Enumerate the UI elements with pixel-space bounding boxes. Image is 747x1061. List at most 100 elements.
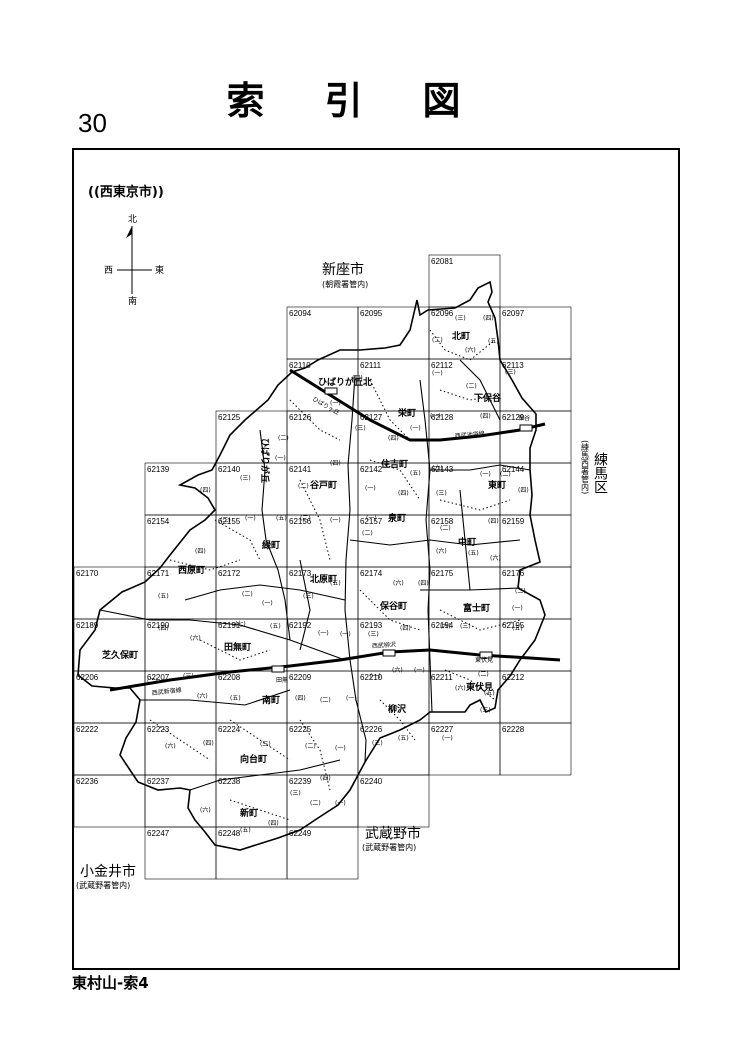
chome-mark: (一) [335,745,346,752]
chome-mark: (四) [200,487,211,494]
grid-cell-code: 62209 [289,673,312,682]
grid-cell-code: 62174 [360,569,383,578]
chome-mark: (六) [465,346,476,354]
city-name: 武蔵野市 [365,825,421,842]
city-jurisdiction: (武蔵野署管内) [362,842,416,852]
grid-cell [499,722,572,776]
chome-mark: (二) [310,800,321,807]
chome-mark: (二) [362,530,373,537]
rail-label: 田無 [276,676,288,684]
grid-cell-code: 62170 [76,569,99,578]
chome-mark: (六) [440,622,451,630]
grid-cell-code: 62142 [360,465,383,474]
chome-mark: (六) [190,634,201,642]
chome-mark: (一) [442,735,453,742]
chome-mark: (二) [440,525,451,532]
town-label: 栄町 [397,407,416,419]
chome-mark: (五) [398,735,409,742]
city-labels: 新座市(朝霞署管内)練馬区(練馬西署管内)武蔵野市(武蔵野署管内)小金井市(武蔵… [76,261,608,890]
chome-mark: (三) [290,790,301,797]
north-arrow-icon [126,226,132,238]
chome-mark: (二) [515,588,526,595]
chome-mark: (二) [242,591,253,598]
chome-mark: (三) [303,593,314,600]
grid-cell-code: 62140 [218,465,241,474]
grid-cell-code: 62191 [218,621,241,630]
chome-mark: (四) [352,375,363,382]
city-jurisdiction: (朝霞署管内) [322,279,368,289]
chome-mark: (三) [455,315,466,322]
grid-cell-code: 62239 [289,777,312,786]
chome-mark: (四) [388,435,399,442]
grid-cell-code: 62240 [360,777,383,786]
chome-mark: (四) [398,490,409,497]
town-label: 緑町 [262,539,280,551]
grid-cell-code: 62096 [431,309,454,318]
grid-cell-code: 62211 [431,673,453,682]
grid-cell-code: 62207 [147,673,170,682]
town-label: 向台町 [240,753,267,765]
chome-mark: (一) [480,471,491,478]
compass: 北 南 東 西 [104,214,164,307]
grid-cell-code: 62129 [502,413,525,422]
seibu-ikebukuro-line [289,368,546,442]
compass-south: 南 [128,295,137,307]
chome-mark: (二) [147,678,158,685]
chome-mark: (五) [240,827,251,834]
chome-mark: (六) [455,684,466,692]
chome-mark: (一) [330,400,341,407]
chome-mark: (二) [432,337,443,344]
grid-cell-code: 62175 [431,569,454,578]
compass-north: 北 [128,214,137,225]
grid-cell-code: 62190 [147,621,170,630]
town-label: 住吉町 [381,458,408,470]
grid-cell-code: 62206 [76,673,99,682]
chome-mark: (一) [365,485,376,492]
grid-cell-code: 62227 [431,725,454,734]
town-label: 保谷町 [379,600,407,612]
chome-mark: (二) [500,471,511,478]
grid-cell-code: 62171 [147,569,170,578]
chome-mark: (二) [220,517,231,524]
chome-mark: (四) [488,518,499,525]
chome-mark: (一) [346,695,357,702]
chome-mark: (二) [300,515,311,522]
grid-cell-code: 62141 [289,465,312,474]
chome-mark: (五) [488,338,499,345]
page-title: 索引図 [226,79,521,123]
grid-cell [286,826,359,880]
railway-lines [109,368,561,692]
chome-mark: (一) [366,515,377,522]
chome-mark: (一) [318,630,329,637]
chome-mark: (一) [275,455,286,462]
grid-cell-code: 62128 [431,413,454,422]
grid-cell-code: 62226 [360,725,383,734]
chome-mark: (三) [368,631,379,638]
chome-mark: (一) [330,517,341,524]
town-label: 新町 [240,807,258,819]
grid-cell-code: 62189 [76,621,99,630]
chome-mark: (一) [370,673,381,680]
grid-cell-code: 62097 [502,309,525,318]
chome-mark: (六) [490,554,501,562]
chome-mark: (四) [320,775,331,782]
chome-mark: (四) [203,740,214,747]
grid-cell-code: 62222 [76,725,99,734]
town-label: 芝久保町 [102,649,138,661]
city-name: 小金井市 [80,863,136,880]
town-label: 柳沢 [388,703,407,715]
station-seibu-yagisawa [382,649,396,657]
chome-mark: (六) [392,666,403,674]
grid-cell-code: 62157 [360,517,383,526]
chome-mark: (五) [410,470,421,477]
chome-mark: (五) [484,690,495,697]
grid-cell-code: 62237 [147,777,170,786]
city-boundary [77,280,546,851]
chome-mark: (四) [480,413,491,420]
grid-cell-code: 62095 [360,309,383,318]
grid-cell-code: 62238 [218,777,241,786]
chome-mark: (三) [260,741,271,748]
grid-cell-code: 62228 [502,725,525,734]
grid-cell-code: 62194 [431,621,454,630]
